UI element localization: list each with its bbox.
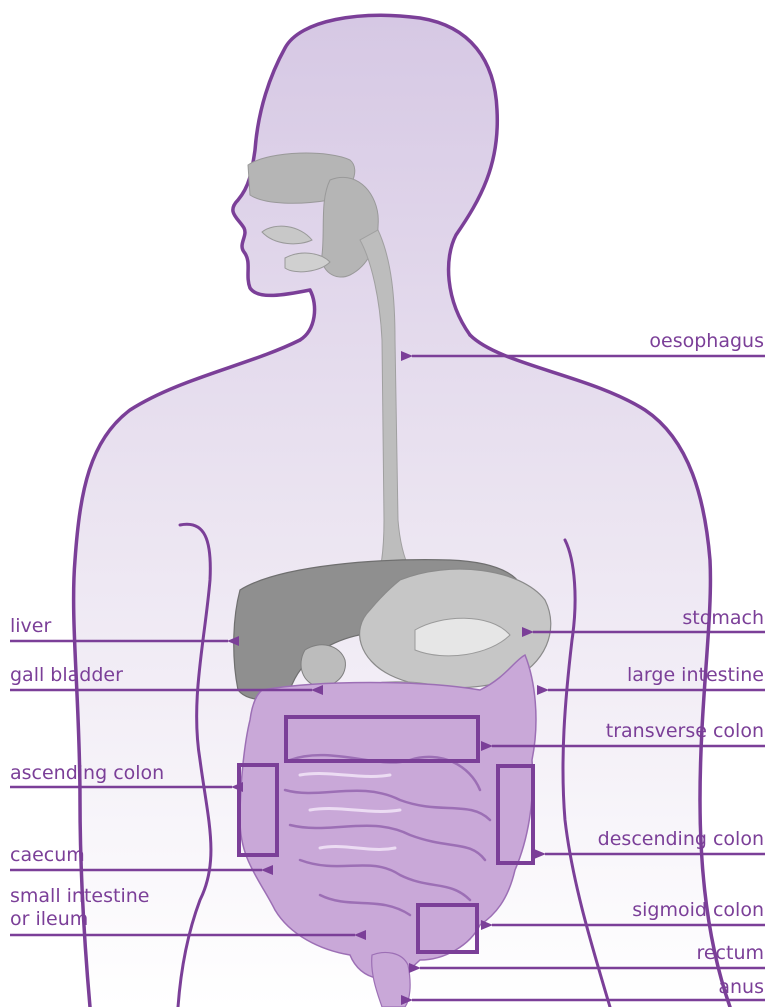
gall-bladder-shape	[301, 645, 345, 686]
label-transverse-colon: transverse colon	[606, 720, 764, 742]
label-sigmoid-colon: sigmoid colon	[632, 899, 764, 921]
label-anus: anus	[718, 976, 764, 998]
label-ascending-colon: ascending colon	[10, 762, 164, 784]
label-ileum: or ileum	[10, 908, 88, 930]
label-oesophagus: oesophagus	[649, 330, 764, 352]
label-large-intestine: large intestine	[627, 664, 764, 686]
label-caecum: caecum	[10, 844, 85, 866]
label-gall-bladder: gall bladder	[10, 664, 123, 686]
label-stomach: stomach	[682, 607, 764, 629]
label-rectum: rectum	[696, 942, 764, 964]
label-small-intestine: small intestine	[10, 885, 149, 907]
label-descending-colon: descending colon	[598, 828, 764, 850]
label-liver: liver	[10, 615, 51, 637]
